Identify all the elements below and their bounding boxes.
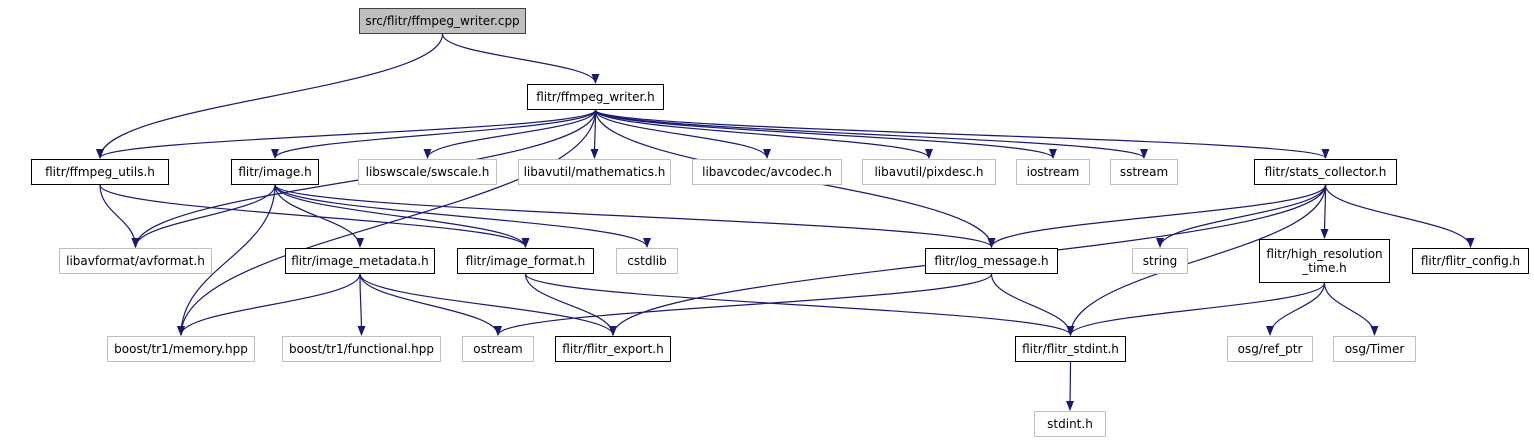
node-high-resolution-time-header[interactable]: flitr/high_resolution_time.h — [1259, 239, 1390, 283]
label-line: _time.h — [1302, 261, 1347, 275]
node-mathematics-header: libavutil/mathematics.h — [518, 159, 671, 185]
edge-image_h-to-memory_hpp — [177, 184, 276, 336]
node-ostream: ostream — [462, 336, 534, 362]
node-ffmpeg-writer-header[interactable]: flitr/ffmpeg_writer.h — [527, 84, 664, 110]
edge-high_resolution_time_h-to-flitr_stdint_h — [1066, 282, 1326, 336]
node-image-format-header[interactable]: flitr/image_format.h — [457, 248, 594, 274]
edge-stats_collector_h-to-log_message_h — [987, 184, 1327, 248]
node-root-file: src/flitr/ffmpeg_writer.cpp — [359, 8, 526, 34]
node-avformat-header: libavformat/avformat.h — [59, 248, 212, 274]
node-string: string — [1132, 248, 1188, 274]
edge-stats_collector_h-to-flitr_config_h — [1324, 184, 1475, 248]
node-image-header[interactable]: flitr/image.h — [231, 159, 319, 185]
edge-ffmpeg_utils_h-to-image_format_h — [99, 184, 530, 248]
node-osg-timer: osg/Timer — [1333, 336, 1416, 362]
node-swscale-header: libswscale/swscale.h — [358, 159, 497, 185]
edge-ffmpeg_writer_h-to-image_h — [271, 109, 597, 159]
node-high-resolution-time-label: flitr/high_resolution_time.h — [1266, 247, 1382, 275]
edge-image_format_h-to-flitr_export_h — [524, 273, 617, 336]
node-log-message-header[interactable]: flitr/log_message.h — [925, 248, 1058, 274]
edge-root-to-ffmpeg_utils_h — [96, 33, 444, 159]
node-flitr-config-header[interactable]: flitr/flitr_config.h — [1412, 248, 1529, 274]
edge-log_message_h-to-ostream — [494, 273, 993, 336]
node-boost-memory-header: boost/tr1/memory.hpp — [107, 336, 255, 362]
edge-image_h-to-log_message_h — [274, 184, 996, 248]
node-avcodec-header: libavcodec/avcodec.h — [692, 159, 842, 185]
node-stdint-header: stdint.h — [1034, 411, 1106, 437]
edge-flitr_stdint_h-to-stdint_h — [1066, 361, 1075, 411]
node-osg-ref-ptr: osg/ref_ptr — [1227, 336, 1313, 362]
node-ffmpeg-utils-header[interactable]: flitr/ffmpeg_utils.h — [31, 159, 169, 185]
edge-high_resolution_time_h-to-ref_ptr — [1266, 282, 1326, 336]
edge-high_resolution_time_h-to-timer — [1323, 282, 1379, 336]
node-image-metadata-header[interactable]: flitr/image_metadata.h — [285, 248, 435, 274]
edge-root-to-ffmpeg_writer_h — [441, 33, 600, 84]
node-flitr-stdint-header[interactable]: flitr/flitr_stdint.h — [1015, 336, 1126, 362]
edge-ffmpeg_writer_h-to-sstream — [594, 109, 1148, 159]
edge-image_h-to-image_format_h — [274, 184, 530, 248]
label-line: flitr/high_resolution — [1266, 247, 1383, 261]
node-pixdesc-header: libavutil/pixdesc.h — [862, 159, 996, 185]
edge-stats_collector_h-to-flitr_stdint_h — [1066, 184, 1327, 336]
node-stats-collector-header[interactable]: flitr/stats_collector.h — [1254, 159, 1397, 185]
edge-ffmpeg_writer_h-to-stats_collector_h — [594, 109, 1330, 159]
node-sstream: sstream — [1110, 159, 1178, 185]
edge-image_h-to-avformat_h — [131, 184, 276, 248]
edge-ffmpeg_writer_h-to-iostream — [594, 109, 1057, 159]
node-iostream: iostream — [1016, 159, 1090, 185]
node-flitr-export-header[interactable]: flitr/flitr_export.h — [555, 336, 671, 362]
edge-ffmpeg_writer_h-to-ffmpeg_utils_h — [96, 109, 597, 159]
edge-ffmpeg_writer_h-to-swscale_h — [423, 109, 597, 159]
edge-image_metadata_h-to-ostream — [359, 273, 502, 336]
edge-log_message_h-to-flitr_stdint_h — [990, 273, 1075, 336]
edge-stats_collector_h-to-string — [1156, 184, 1327, 248]
edge-image_metadata_h-to-flitr_export_h — [359, 273, 617, 336]
edge-ffmpeg_writer_h-to-pixdesc_h — [594, 109, 933, 159]
edge-image_h-to-image_metadata_h — [274, 184, 364, 248]
edge-image_metadata_h-to-memory_hpp — [177, 273, 361, 336]
node-boost-functional-header: boost/tr1/functional.hpp — [282, 336, 441, 362]
edge-image_format_h-to-flitr_stdint_h — [524, 273, 1075, 336]
edge-image_metadata_h-to-functional_hpp — [357, 273, 366, 336]
edge-image_h-to-cstdlib — [274, 184, 651, 248]
node-cstdlib: cstdlib — [616, 248, 678, 274]
edge-ffmpeg_writer_h-to-avcodec_h — [594, 109, 771, 159]
